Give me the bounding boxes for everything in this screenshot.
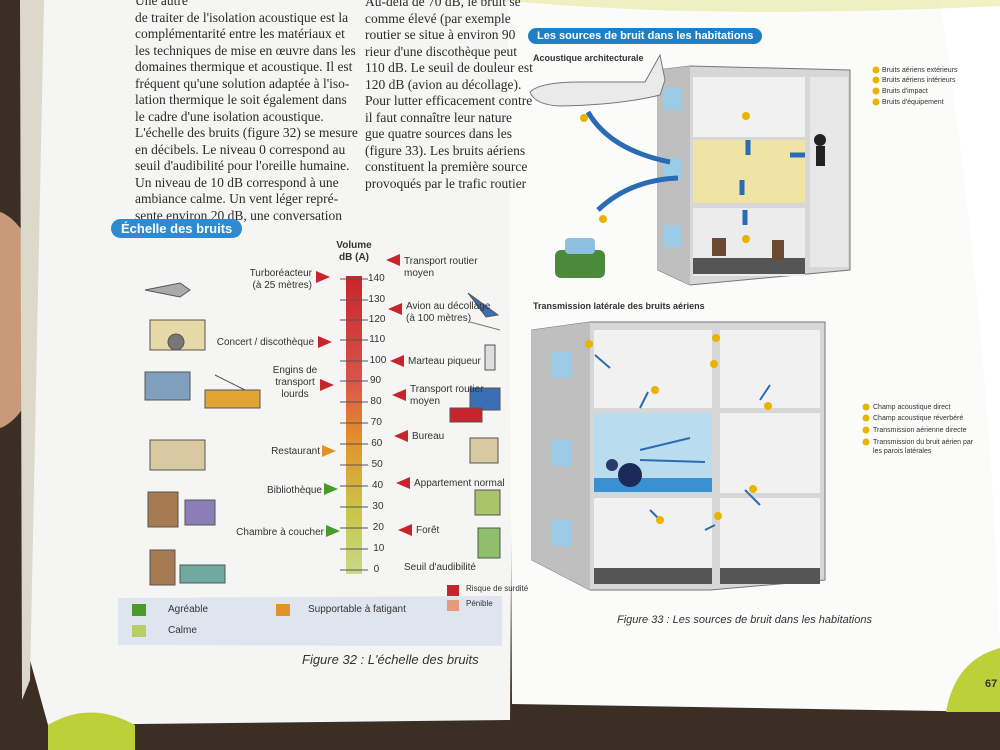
body-line: routier se situe à environ 90 [365, 27, 516, 42]
body-line: 110 dB. Le seuil de douleur est [365, 60, 533, 75]
body-line: fréquent qu'une solution adaptée à l'iso… [135, 75, 350, 91]
scale-section-title: Échelle des bruits [111, 219, 243, 238]
body-line: ambiance calme. Un vent léger repré- [135, 191, 339, 206]
label-engins: Engins de transport lourds [272, 365, 318, 400]
scale-tick-label: 0 [373, 564, 380, 575]
left-markers [316, 271, 340, 537]
legend2-item-2: Champ acoustique réverbéré [873, 415, 964, 422]
scale-tick-label: 130 [368, 294, 386, 305]
body-line: domaines thermique et acoustique. Il est [135, 59, 353, 74]
body-line: en décibels. Le niveau 0 correspond au [135, 141, 346, 157]
scale-axis-label: Volume dB (A) [336, 240, 372, 263]
label-bibliotheque: Bibliothèque [266, 485, 322, 496]
body-line: (figure 33). Les bruits aériens [365, 142, 526, 158]
figure-33-caption: Figure 33 : Les sources de bruit dans le… [617, 614, 872, 626]
label-chambre: Chambre à coucher [236, 527, 324, 538]
label-marteau: Marteau piqueur [408, 356, 481, 367]
body-line: de traiter de l'isolation acoustique est… [135, 9, 349, 25]
body-line: 120 dB (avion au décollage). [365, 76, 522, 92]
body-line: Au-delà de 70 dB, le bruit se [365, 0, 521, 9]
scale-tick-label: 30 [372, 501, 384, 512]
db-scale-bar [346, 276, 362, 574]
body-line: les techniques de mise en œuvre dans les [135, 42, 356, 58]
building-bottom [531, 321, 826, 591]
sub-transmission: Transmission latérale des bruits aériens [533, 301, 705, 311]
legend-risque: Risque de surdité [466, 584, 529, 593]
scale-tick-label: 120 [368, 314, 386, 325]
scale-tick-label: 20 [372, 522, 384, 533]
sub-acoustique: Acoustique architecturale [533, 53, 644, 63]
body-line: rieur d'une discothèque peut [365, 43, 518, 59]
label-avion: Avion au décollage (à 100 mètres) [406, 301, 491, 324]
body-line: provoqués par le trafic routier [365, 175, 527, 191]
legend1-item-4: Bruits d'équipement [882, 99, 944, 106]
body-line: Une autre [135, 0, 188, 8]
legend2-item-4: Transmission du bruit aérien par les par… [873, 439, 974, 455]
legend-panel [118, 596, 502, 646]
body-line: complémentarité entre les matériaux et [135, 26, 345, 41]
legend1-item-3: Bruits d'impact [882, 88, 928, 95]
building-top [657, 65, 851, 286]
body-line: comme élevé (par exemple [365, 10, 511, 26]
body-line: le cadre d'une isolation acoustique. [135, 108, 324, 124]
label-foret: Forêt [416, 525, 440, 536]
legend-calme: Calme [168, 625, 197, 636]
label-turboreacteur: Turboréacteur (à 25 mètres) [249, 268, 312, 291]
legend-supportable: Supportable à fatigant [308, 604, 406, 615]
legend2-item-3: Transmission aérienne directe [873, 427, 967, 434]
label-bureau: Bureau [412, 431, 445, 442]
label-concert: Concert / discothèque [216, 337, 314, 348]
scale-tick-label: 110 [369, 334, 386, 345]
figure-32-caption: Figure 32 : L'échelle des bruits [302, 652, 479, 667]
scale-tick-label: 60 [371, 438, 383, 449]
page-number: 67 [985, 678, 998, 690]
left-illustrations [144, 282, 261, 586]
legend-penible: Pénible [466, 599, 493, 608]
body-line: L'échelle des bruits (figure 32) se mesu… [135, 125, 358, 140]
left-page-shape [30, 0, 515, 725]
label-appartement: Appartement normal [414, 478, 505, 489]
legend-agreable: Agréable [168, 604, 209, 615]
label-restaurant: Restaurant [271, 446, 320, 457]
glare-shape [940, 0, 1000, 650]
label-seuil: Seuil d'audibilité [404, 562, 476, 573]
scale-tick-label: 100 [369, 355, 387, 366]
body-line: il faut connaître leur nature [365, 109, 512, 125]
scale-tick-label: 70 [370, 417, 382, 428]
body-line: gue quatre sources dans les [365, 126, 512, 141]
number-badges [580, 112, 772, 524]
right-markers [386, 254, 412, 536]
sound-arrows [585, 110, 805, 225]
scale-tick-label: 80 [370, 396, 382, 407]
sources-section-title: Les sources de bruit dans les habitation… [528, 28, 763, 44]
body-line: seuil d'audibilité pour l'oreille humain… [135, 158, 350, 173]
plane-and-car [529, 53, 666, 278]
body-line: Un niveau de 10 dB correspond à une [135, 174, 339, 190]
legend1-item-2: Bruits aériens intérieurs [882, 77, 956, 84]
body-line: Pour lutter efficacement contre [365, 93, 533, 108]
scale-tick-label: 50 [371, 459, 383, 470]
legend2-item-1: Champ acoustique direct [873, 404, 951, 411]
label-transport-routier-2: Transport routier moyen [410, 384, 484, 407]
transmission-arrows [594, 354, 771, 531]
body-line: sente environ 20 dB, une conversation [135, 207, 342, 223]
scale-tick-label: 40 [372, 480, 384, 491]
scale-tick-label: 140 [368, 273, 385, 284]
scale-tick-label: 10 [373, 543, 385, 554]
label-transport-routier-1: Transport routier moyen [404, 256, 478, 279]
right-illustrations [449, 292, 501, 559]
body-line: constituent la première source [365, 159, 528, 174]
legend1-item-1: Bruits aériens extérieurs [882, 67, 958, 74]
body-line: lation thermique le soit également dans [135, 92, 347, 107]
scale-tick-label: 90 [370, 375, 382, 386]
